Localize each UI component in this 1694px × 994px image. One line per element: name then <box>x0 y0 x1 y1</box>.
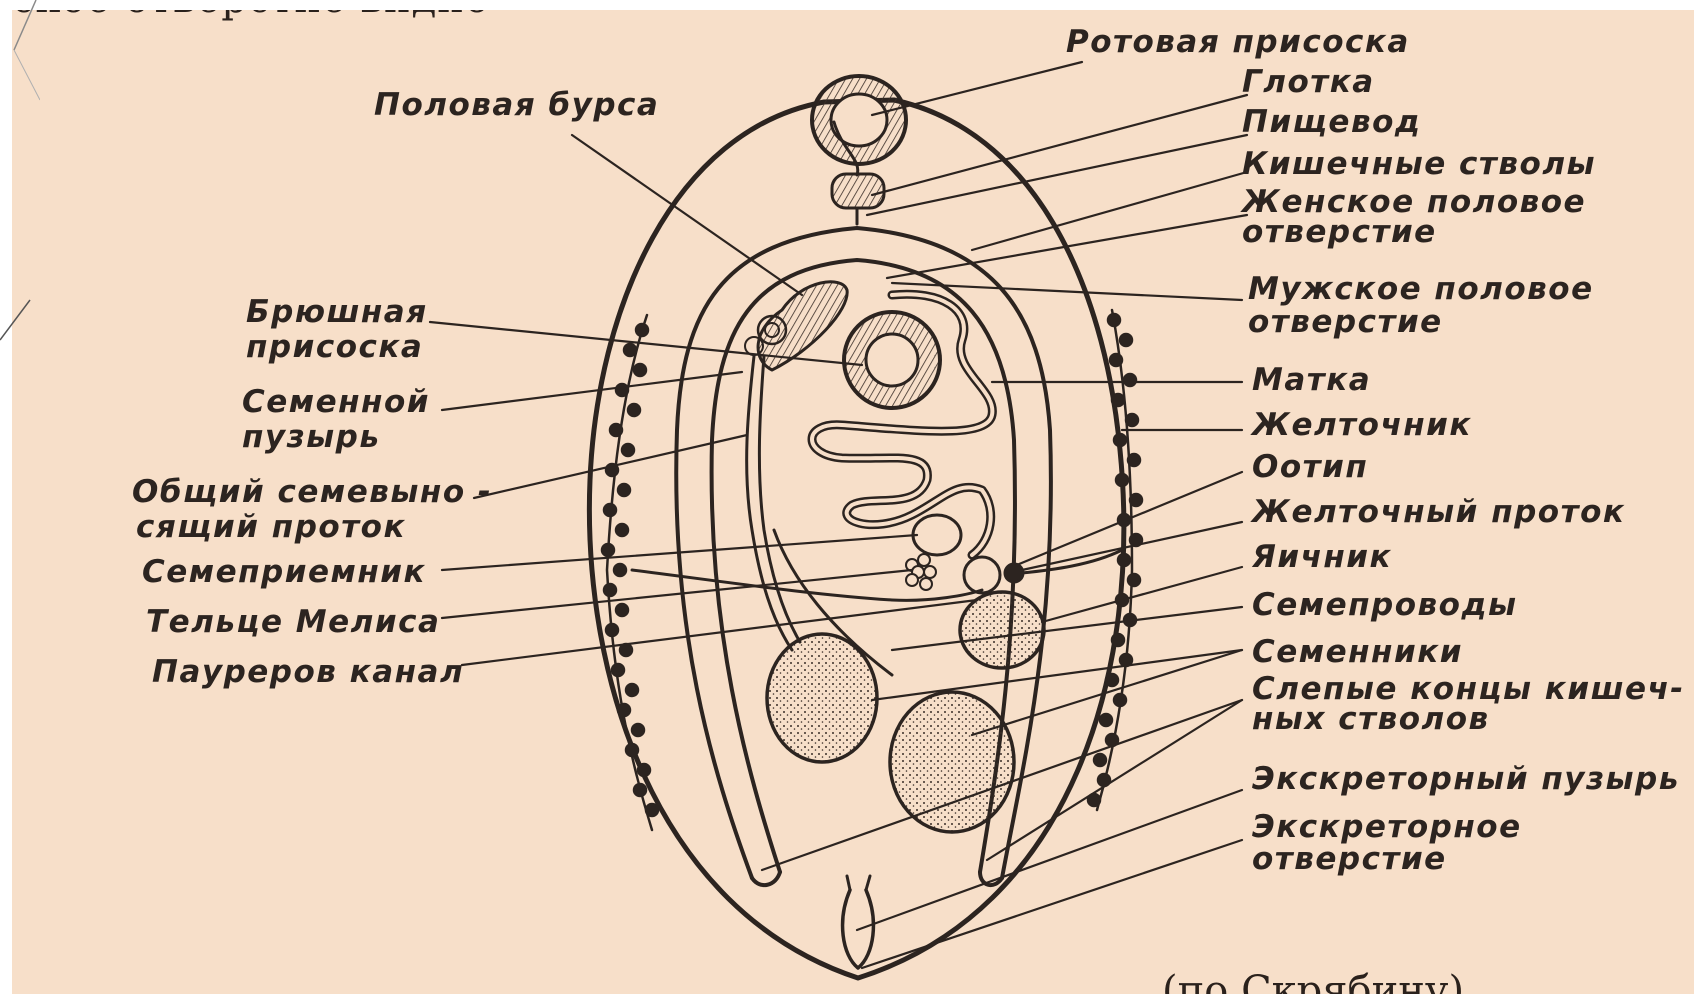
label-excretory-pore-line1: Экскреторное <box>1252 810 1522 844</box>
label-female-opening-line2: отверстие <box>1242 215 1437 249</box>
ovary <box>960 592 1044 668</box>
oral-sucker <box>812 76 906 175</box>
label-uterus: Матка <box>1252 363 1371 397</box>
label-common-duct-line1: Общий семевыно - <box>132 475 492 509</box>
label-common-duct-line2: сящий проток <box>136 510 406 544</box>
label-pharynx: Глотка <box>1242 65 1375 99</box>
ootype <box>964 557 1000 593</box>
common-seminal-duct <box>747 356 792 650</box>
testis-posterior <box>890 692 1014 832</box>
label-vitellarium: Желточник <box>1252 408 1472 442</box>
slide-corner-decoration <box>0 0 40 994</box>
label-male-opening-line1: Мужское половое <box>1248 272 1594 306</box>
scanned-page: ское отверстие видно <box>12 10 1694 994</box>
label-excretory-bladder: Экскреторный пузырь <box>1252 762 1680 796</box>
ventral-sucker <box>844 312 940 408</box>
label-seminal-receptacle: Семеприемник <box>142 555 426 589</box>
label-seminal-vesicle-line1: Семенной <box>242 385 430 419</box>
mehlis-gland <box>906 554 936 590</box>
label-vas-deferens: Семепроводы <box>1252 588 1518 622</box>
label-genital-bursa: Половая бурса <box>374 88 659 122</box>
label-ventral-sucker-line1: Брюшная <box>246 295 428 329</box>
label-excretory-pore-line2: отверстие <box>1252 842 1447 876</box>
label-intestinal-trunks: Кишечные стволы <box>1242 147 1596 181</box>
label-ootype: Оотип <box>1252 450 1368 484</box>
label-ovary: Яичник <box>1252 540 1392 574</box>
label-ventral-sucker-line2: присоска <box>246 330 423 364</box>
label-male-opening-line2: отверстие <box>1248 305 1443 339</box>
label-seminal-vesicle-line2: пузырь <box>242 420 380 454</box>
testis-anterior <box>767 634 877 762</box>
seminal-receptacle <box>913 515 961 555</box>
label-testes: Семенники <box>1252 635 1463 669</box>
label-blind-ends-line2: ных стволов <box>1252 702 1490 736</box>
label-vitelline-duct: Желточный проток <box>1252 495 1625 529</box>
label-mehlis-gland: Тельце Мелиса <box>146 605 440 639</box>
label-laurer-canal: Пауреров канал <box>152 655 464 689</box>
pharynx <box>832 174 884 208</box>
footer-text-fragment: (по Скрябину) <box>1162 968 1464 994</box>
label-esophagus: Пищевод <box>1242 105 1421 139</box>
label-oral-sucker: Ротовая присоска <box>1066 25 1410 59</box>
